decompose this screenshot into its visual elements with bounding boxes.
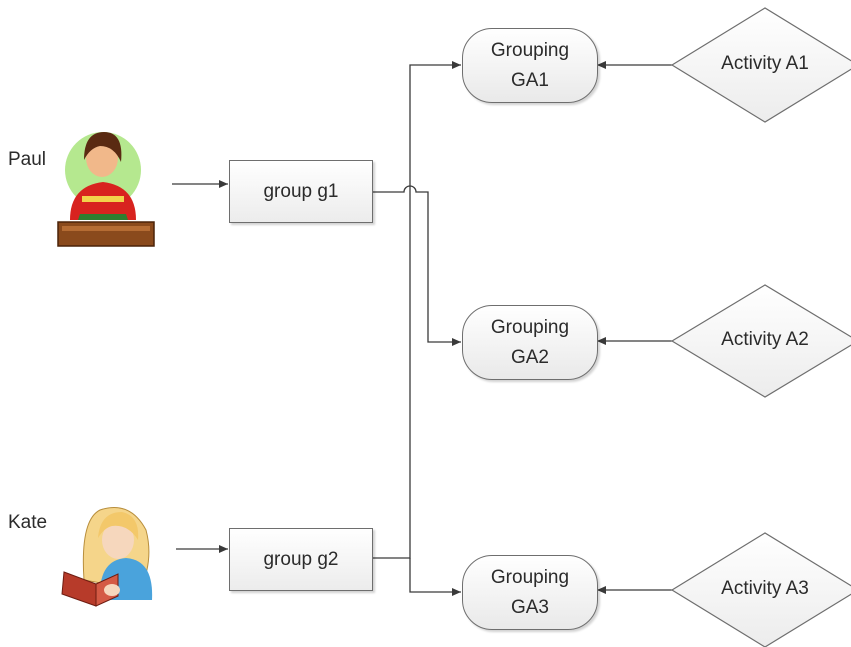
activity-a1-diamond — [670, 7, 851, 123]
group-g1-box: group g1 — [229, 160, 373, 223]
activity-a3-label: Activity A3 — [721, 578, 809, 599]
person-label-kate: Kate — [8, 512, 48, 533]
connector-g1-to-ga2 — [372, 185, 461, 346]
activity-a1-label: Activity A1 — [721, 53, 809, 74]
group-g2-box: group g2 — [229, 528, 373, 591]
paul-illustration — [57, 132, 155, 247]
grouping-ga2: Grouping GA2 — [462, 305, 598, 380]
grouping-ga3-line1: Grouping — [490, 566, 570, 588]
group-g1-label: group g1 — [263, 180, 339, 202]
person-label-paul: Paul — [8, 149, 47, 170]
grouping-ga1-line1: Grouping — [490, 39, 570, 61]
grouping-ga2-line1: Grouping — [490, 316, 570, 338]
group-g2-label: group g2 — [263, 548, 339, 570]
activity-a3-diamond — [670, 532, 851, 647]
kate-illustration — [61, 507, 153, 607]
grouping-ga3: Grouping GA3 — [462, 555, 598, 630]
grouping-ga1: Grouping GA1 — [462, 28, 598, 103]
connector-g2-to-ga1 — [372, 61, 461, 559]
grouping-ga2-line2: GA2 — [510, 346, 550, 368]
grouping-ga3-line2: GA3 — [510, 596, 550, 618]
grouping-ga1-line2: GA1 — [510, 69, 550, 91]
activity-a2-label: Activity A2 — [721, 329, 809, 350]
activity-a2-diamond — [670, 284, 851, 398]
connector-g2-to-ga3 — [409, 558, 461, 596]
